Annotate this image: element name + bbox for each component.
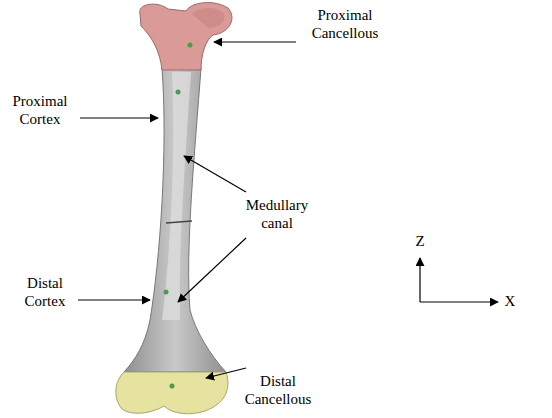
x-axis xyxy=(420,301,498,302)
leader-arrow xyxy=(184,156,246,192)
marker-dot xyxy=(164,290,169,295)
proximal-cancellous-region xyxy=(140,3,232,70)
axis-label: Z xyxy=(405,232,435,250)
leader-arrow xyxy=(80,117,158,118)
shaft-division-line xyxy=(166,221,192,223)
femur-shaft xyxy=(124,68,226,372)
region-label: Proximal Cortex xyxy=(2,92,78,128)
marker-dot xyxy=(170,384,175,389)
region-label: Distal Cortex xyxy=(14,274,76,310)
leader-arrow xyxy=(206,368,246,378)
femoral-head-shade xyxy=(192,8,224,28)
leader-arrow xyxy=(78,299,150,300)
marker-dot xyxy=(188,43,193,48)
leader-arrow xyxy=(178,238,246,302)
axis-label: X xyxy=(498,292,522,310)
medullary-canal xyxy=(162,72,191,320)
region-label: Distal Cancellous xyxy=(232,372,324,408)
marker-dot xyxy=(176,90,181,95)
distal-cancellous-region xyxy=(116,372,228,414)
region-label: Proximal Cancellous xyxy=(300,6,390,42)
leader-arrow xyxy=(214,41,296,42)
z-axis xyxy=(419,258,420,302)
region-label: Medullary canal xyxy=(234,196,320,232)
